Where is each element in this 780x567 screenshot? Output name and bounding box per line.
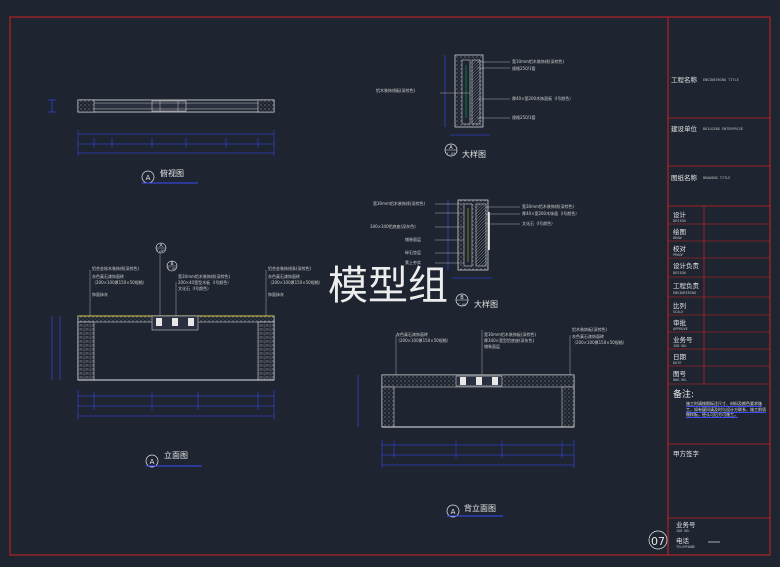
client-sign-label: 甲方签字 [673,449,700,458]
back-note-8: （200×100厚150×50规格） [572,339,627,345]
row-scale-label: 比列 [673,301,686,310]
detail-b-note-7: 素土夯实 [405,259,421,265]
detail-a-marker-letter: A [449,145,453,151]
drawing-label: 图纸名称 [671,173,698,182]
row-design-lead-label: 设计负责 [673,261,700,270]
back-view-marker [446,504,460,518]
remarks-text: 施工时请按照标注尺寸、材料及颜色要求施工，如有疑问请及时与设计方联系，施工前须做… [686,401,766,417]
unit-label: 建设单位 [671,124,698,133]
row-dwg-sub: DWG NO. [673,378,688,382]
callout-a-sheet: T-09 [157,249,165,253]
sheet-number: 07 [651,535,665,548]
back-view-marker-letter: A [451,508,456,516]
row-design-lead-sub: DESIGN [673,271,686,275]
remarks-label: 备注: [673,388,694,400]
detail-a-note-3: 厚40×宽200木饰面板（Ⅰ号颜色） [512,95,573,101]
back-note-3: 宽30mm铝木装饰板(深棕色) [484,331,536,337]
row-eng-lead-label: 工程负责 [673,281,700,290]
row-proof-sub: PROOF [673,253,684,257]
front-note-6: 200×40宽型木板（Ⅰ号颜色） [178,279,231,285]
front-note-9: 灰色真石漆饰面砖 [268,273,300,279]
project-sub: ENGINEERING TITLE [703,78,739,82]
detail-b-title: 大样图 [474,299,498,309]
front-note-7: 文化石（Ⅰ号颜色） [178,285,211,291]
row-scale-sub: SCALE [673,310,684,314]
callout-a-letter: A [159,243,163,249]
detail-a-note-4: 规格250/1管 [512,114,536,120]
front-view-marker [145,454,159,468]
phone-sub: TELEPHONE [676,545,695,549]
phone-label: 电话 [676,536,690,545]
front-note-2: 灰色真石漆饰面砖 [92,273,124,279]
row-date-sub: DATE [673,361,681,365]
drawing-frame [9,16,771,556]
detail-a-note-2: 铝木装饰线板(深棕色) [376,87,416,93]
front-view-marker-letter: A [150,458,155,466]
sheet-number-circle [648,530,668,550]
front-note-4: 饰面抹灰 [92,291,108,297]
row-approve-sub: APPROVE [673,327,688,331]
front-note-11: 饰面抹灰 [268,291,284,297]
detail-a: 宽10mm铝木装饰线(深棕色) 铝木装饰线板(深棕色) 厚40×宽200木饰面板… [376,54,573,159]
back-elevation: 灰色真石漆饰面砖 （200×100厚150×50规格） 宽30mm铝木装饰板(深… [357,326,627,518]
front-note-1: 铝合金轮木装饰线(深棕色) [92,265,140,271]
detail-b-sheet: T-08 [458,303,466,307]
back-note-6: 铝木装饰板(深棕色) [572,326,608,332]
back-note-7: 灰色真石漆饰面砖 [572,333,604,339]
row-date-label: 日期 [673,353,687,361]
back-note-5: 铺装面层 [484,343,500,349]
unit-sub: BUILDING ENTERPRISE [703,127,743,131]
row-job-sub: JOB NO. [673,344,688,348]
row-eng-lead-sub: ENGINEERING [673,291,696,295]
detail-b-note-6: 碎石垫层 [405,249,421,255]
row-design-label: 设计 [673,210,687,219]
detail-b: 宽30mm铝木装饰线(深棕色) 厚40×宽200木饰面（Ⅰ号颜色） 340×34… [370,199,579,309]
front-elevation: 铝合金轮木装饰线(深棕色) 灰色真石漆饰面砖 （200×100厚150×50规格… [51,242,323,468]
detail-b-note-3: 340×340铝底座(深灰色) [370,223,416,229]
top-view-title: 俯视图 [160,168,184,178]
row-design-sub: DESIGN [673,219,686,223]
back-note-1: 灰色真石漆饰面砖 [396,331,428,337]
row-draw-sub: DRAW [673,236,682,240]
project-label: 工程名称 [671,75,698,84]
front-note-10: （200×100厚150×50规格） [268,279,323,285]
front-view-title: 立面图 [164,450,188,460]
job-no-sub: JOB NO. [676,529,691,533]
row-proof-label: 校对 [673,244,687,253]
row-job-label: 业务号 [673,335,693,344]
row-dwg-label: 图号 [673,370,687,378]
detail-a-note-1b: 规格250/1管 [512,65,536,71]
row-approve-label: 审批 [673,318,687,327]
job-no-label: 业务号 [676,520,696,529]
back-view-title: 背立面图 [464,503,496,513]
front-note-8: 铝合金装饰线条(深棕色) [268,265,312,271]
detail-a-sheet: T-09 [447,152,455,156]
detail-b-marker-letter: B [460,295,464,301]
detail-b-note-4: 文化石（Ⅰ号颜色） [522,220,555,226]
back-note-4: 厚340×宽型铝底座(深灰色) [484,337,535,343]
front-note-3: （200×100厚150×50规格） [92,279,147,285]
drawing-sub: DRAWING TITLE [703,176,730,180]
top-view-marker-letter: A [146,174,151,182]
detail-b-note-5: 铺装面层 [405,236,421,242]
detail-a-note-1: 宽10mm铝木装饰线(深棕色) [512,58,564,64]
callout-b-letter: B [170,261,173,267]
detail-b-note-2: 厚40×宽200木饰面（Ⅰ号颜色） [522,210,579,216]
detail-a-title: 大样图 [462,149,486,159]
title-block: 工程名称 ENGINEERING TITLE 建设单位 BUILDING ENT… [648,17,770,555]
back-note-2: （200×100厚150×50规格） [396,337,451,343]
watermark: 模型组 [328,263,448,309]
detail-b-note-8: 宽30mm铝木装饰线(深棕色) [522,203,574,209]
detail-b-note-1: 宽30mm铝木装饰线(深棕色) [373,200,425,206]
top-view: A 俯视图 [48,99,275,184]
callout-b-sheet: T-08 [168,267,176,271]
row-draw-label: 绘图 [673,227,686,236]
front-note-5: 宽30mm铝木装饰线(深棕色) [178,273,230,279]
